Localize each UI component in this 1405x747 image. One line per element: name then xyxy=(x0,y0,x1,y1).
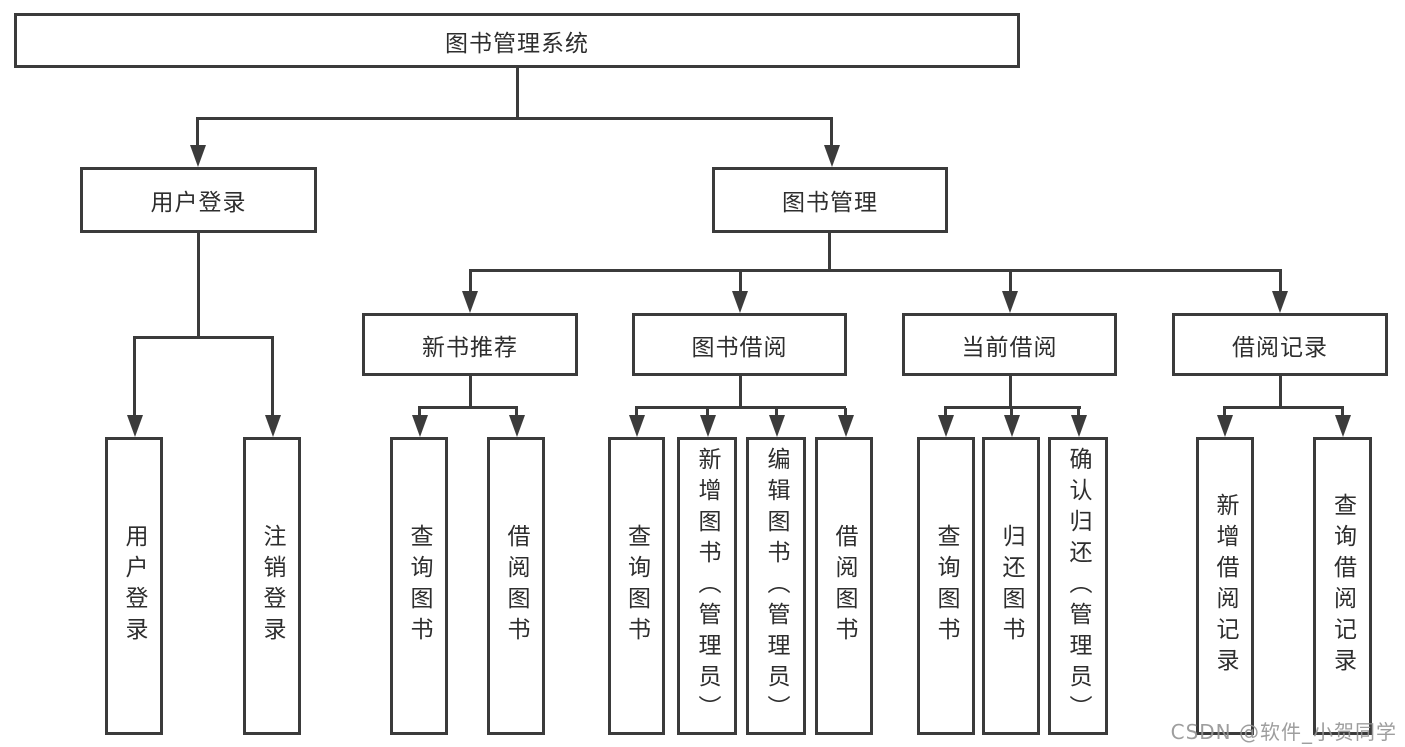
arrow-down-icon xyxy=(938,415,954,437)
connector-line xyxy=(635,406,846,409)
node-leaf-logout: 注销登录 xyxy=(243,437,301,735)
arrow-down-icon xyxy=(127,415,143,437)
node-leaf-edit-books-admin: 编辑图书（管理员） xyxy=(746,437,806,735)
connector-line xyxy=(1279,376,1282,408)
node-book-borrowing: 图书借阅 xyxy=(632,313,847,376)
node-root: 图书管理系统 xyxy=(14,13,1020,68)
connector-line xyxy=(469,376,472,408)
node-leaf-query-books-1: 查询图书 xyxy=(390,437,448,735)
node-leaf-query-books-2: 查询图书 xyxy=(608,437,665,735)
node-new-book-recommend: 新书推荐 xyxy=(362,313,578,376)
arrow-down-icon xyxy=(1004,415,1020,437)
arrow-down-icon xyxy=(629,415,645,437)
connector-line xyxy=(1223,406,1344,409)
connector-line xyxy=(775,408,778,417)
node-user-login: 用户登录 xyxy=(80,167,317,233)
connector-line xyxy=(196,119,199,146)
arrow-down-icon xyxy=(412,415,428,437)
connector-line xyxy=(706,408,709,417)
connector-line xyxy=(1009,271,1012,292)
node-leaf-confirm-return-admin: 确认归还（管理员） xyxy=(1048,437,1108,735)
arrow-down-icon xyxy=(1217,415,1233,437)
connector-line xyxy=(739,376,742,408)
connector-line xyxy=(133,336,274,339)
arrow-down-icon xyxy=(769,415,785,437)
arrow-down-icon xyxy=(509,415,525,437)
connector-line xyxy=(1341,408,1344,417)
node-leaf-query-borrow-record: 查询借阅记录 xyxy=(1313,437,1372,735)
connector-line xyxy=(739,271,742,292)
connector-line xyxy=(844,408,847,417)
node-leaf-borrow-books-1: 借阅图书 xyxy=(487,437,545,735)
node-leaf-add-books-admin: 新增图书（管理员） xyxy=(677,437,737,735)
arrow-down-icon xyxy=(1002,291,1018,313)
arrow-down-icon xyxy=(190,145,206,167)
connector-line xyxy=(271,338,274,416)
connector-line xyxy=(1010,408,1013,417)
connector-line xyxy=(944,408,947,417)
connector-line xyxy=(516,68,519,119)
node-leaf-query-books-3: 查询图书 xyxy=(917,437,975,735)
node-leaf-user-login: 用户登录 xyxy=(105,437,163,735)
connector-line xyxy=(1009,376,1012,408)
connector-line xyxy=(515,408,518,417)
node-borrowing-records: 借阅记录 xyxy=(1172,313,1388,376)
connector-line xyxy=(196,117,833,120)
connector-line xyxy=(828,233,831,271)
arrow-down-icon xyxy=(1272,291,1288,313)
arrow-down-icon xyxy=(265,415,281,437)
arrow-down-icon xyxy=(824,145,840,167)
watermark: CSDN @软件_小贺同学 xyxy=(1170,720,1397,744)
connector-line xyxy=(197,233,200,338)
arrow-down-icon xyxy=(1071,415,1087,437)
connector-line xyxy=(635,408,638,417)
node-leaf-borrow-books-2: 借阅图书 xyxy=(815,437,873,735)
node-leaf-add-borrow-record: 新增借阅记录 xyxy=(1196,437,1254,735)
arrow-down-icon xyxy=(1335,415,1351,437)
arrow-down-icon xyxy=(462,291,478,313)
arrow-down-icon xyxy=(732,291,748,313)
node-current-borrowing: 当前借阅 xyxy=(902,313,1117,376)
connector-line xyxy=(830,119,833,146)
node-book-management: 图书管理 xyxy=(712,167,948,233)
connector-line xyxy=(1223,408,1226,417)
connector-line xyxy=(469,271,472,292)
connector-line xyxy=(469,269,1282,272)
node-leaf-return-books: 归还图书 xyxy=(982,437,1040,735)
connector-line xyxy=(133,338,136,416)
connector-line xyxy=(418,408,421,417)
connector-line xyxy=(1077,408,1080,417)
arrow-down-icon xyxy=(838,415,854,437)
connector-line xyxy=(944,406,1081,409)
connector-line xyxy=(418,406,518,409)
connector-line xyxy=(1279,271,1282,292)
arrow-down-icon xyxy=(700,415,716,437)
